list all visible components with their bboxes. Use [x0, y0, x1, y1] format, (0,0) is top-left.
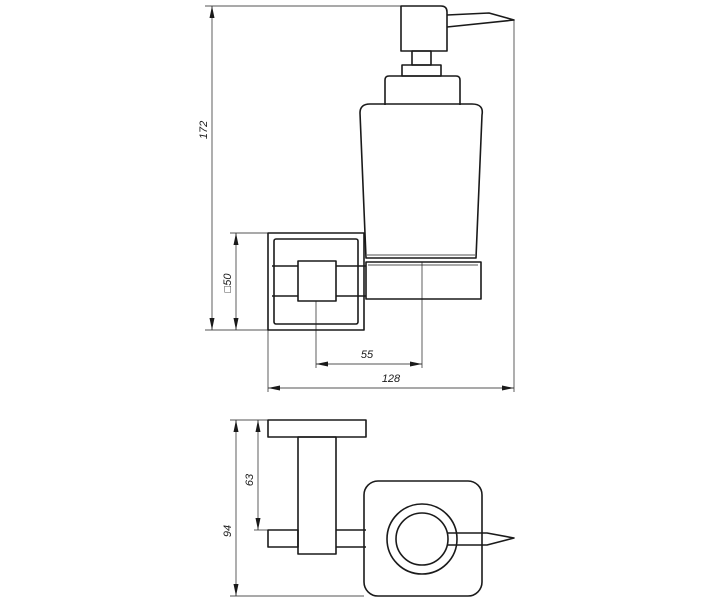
dimension-172: 172 [198, 6, 215, 330]
dim-label-94: 94 [222, 525, 234, 537]
mount-bar [297, 436, 337, 555]
holder-plan [363, 480, 515, 597]
side-view: 172 □50 55 128 [198, 5, 515, 392]
pump-head [400, 5, 515, 52]
extension-lines [205, 5, 515, 392]
dim-label-55: 55 [361, 349, 374, 361]
dimension-94: 94 [222, 420, 239, 596]
holder-cup [365, 261, 482, 300]
dim-label-172: 172 [198, 121, 210, 139]
dim-label-50: □50 [222, 273, 234, 293]
dimension-55: 55 [316, 349, 422, 367]
dimension-50: □50 [222, 233, 239, 330]
wall-mount [267, 232, 366, 331]
mount-block-left [267, 529, 299, 548]
dimension-63: 63 [244, 420, 261, 530]
top-view: 94 63 [222, 419, 515, 597]
dimension-128: 128 [268, 373, 514, 391]
pump-collar [384, 50, 461, 105]
dim-label-63: 63 [244, 473, 256, 486]
wall-plate [267, 419, 367, 438]
dim-label-128: 128 [382, 373, 401, 385]
glass-container [359, 103, 484, 259]
